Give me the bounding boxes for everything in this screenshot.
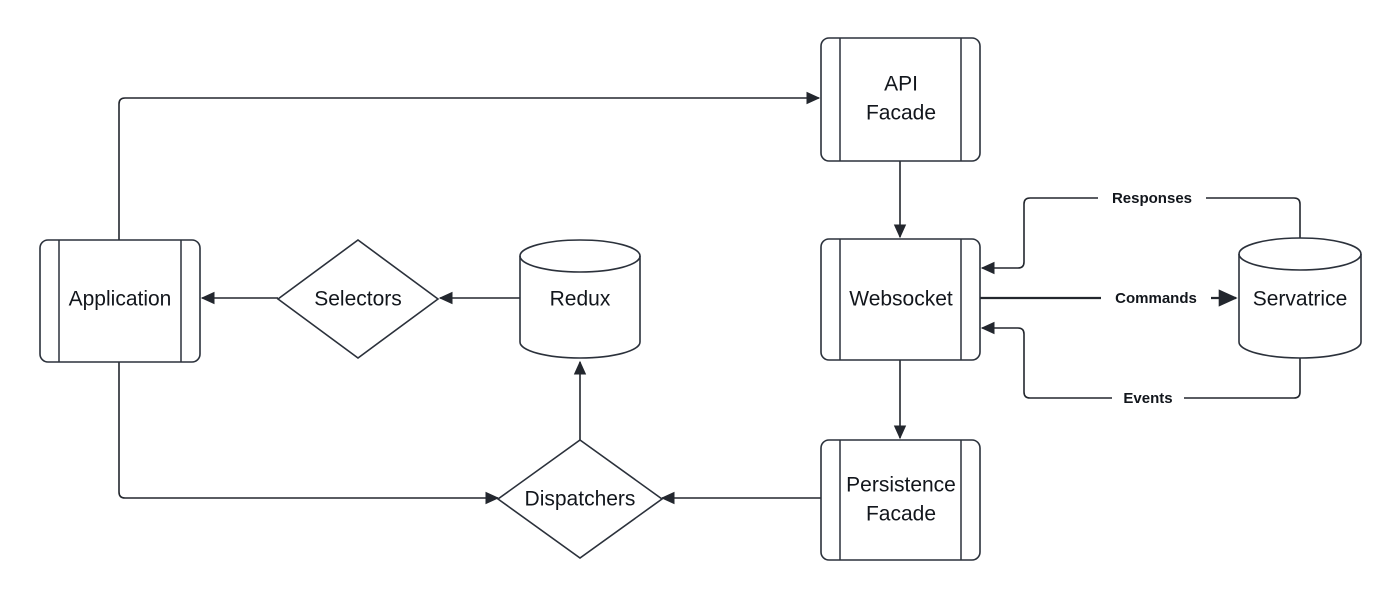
persistence-facade-box[interactable] [820, 439, 981, 561]
selectors-diamond[interactable] [276, 239, 440, 359]
api-facade-label-line2: Facade [866, 102, 936, 125]
node-selectors[interactable]: Selectors [276, 239, 440, 359]
commands-label: Commands [1115, 290, 1197, 307]
edge-label-commands: Commands [1101, 287, 1211, 309]
node-dispatchers[interactable]: Dispatchers [496, 439, 664, 559]
node-servatrice[interactable]: Servatrice [1238, 237, 1362, 359]
events-label-backdrop [1112, 387, 1184, 409]
application-box[interactable] [39, 239, 201, 363]
redux-cylinder-body[interactable] [519, 239, 641, 359]
commands-label-backdrop [1101, 287, 1211, 309]
websocket-box[interactable] [820, 238, 981, 361]
persistence-facade-label-line2: Facade [866, 503, 936, 526]
servatrice-label: Servatrice [1253, 288, 1348, 311]
edge-application-to-dispatchers [118, 362, 500, 505]
node-api-facade[interactable]: API Facade [820, 37, 981, 162]
edge-application-to-api-facade [118, 91, 821, 240]
servatrice-cylinder-body[interactable] [1238, 237, 1362, 359]
servatrice-cylinder-top [1238, 253, 1362, 271]
application-label: Application [69, 288, 172, 311]
selectors-label: Selectors [314, 288, 402, 311]
redux-label: Redux [550, 288, 611, 311]
events-label: Events [1123, 390, 1172, 407]
responses-label: Responses [1112, 190, 1192, 207]
node-websocket[interactable]: Websocket [820, 238, 981, 361]
api-facade-box[interactable] [820, 37, 981, 162]
node-redux[interactable]: Redux [519, 239, 641, 359]
dispatchers-label: Dispatchers [525, 488, 636, 511]
edge-servatrice-to-websocket-events [980, 321, 1301, 399]
responses-label-backdrop [1098, 187, 1206, 209]
node-application[interactable]: Application [39, 239, 201, 363]
edge-label-responses: Responses [1098, 187, 1206, 209]
api-facade-label-line1: API [884, 73, 918, 96]
websocket-label: Websocket [849, 288, 953, 311]
dispatchers-diamond[interactable] [496, 439, 664, 559]
node-persistence-facade[interactable]: Persistence Facade [820, 439, 981, 561]
edge-label-events: Events [1112, 387, 1184, 409]
persistence-facade-label-line1: Persistence [846, 474, 956, 497]
edge-servatrice-to-websocket-responses [980, 197, 1301, 275]
redux-cylinder-top [519, 255, 641, 273]
